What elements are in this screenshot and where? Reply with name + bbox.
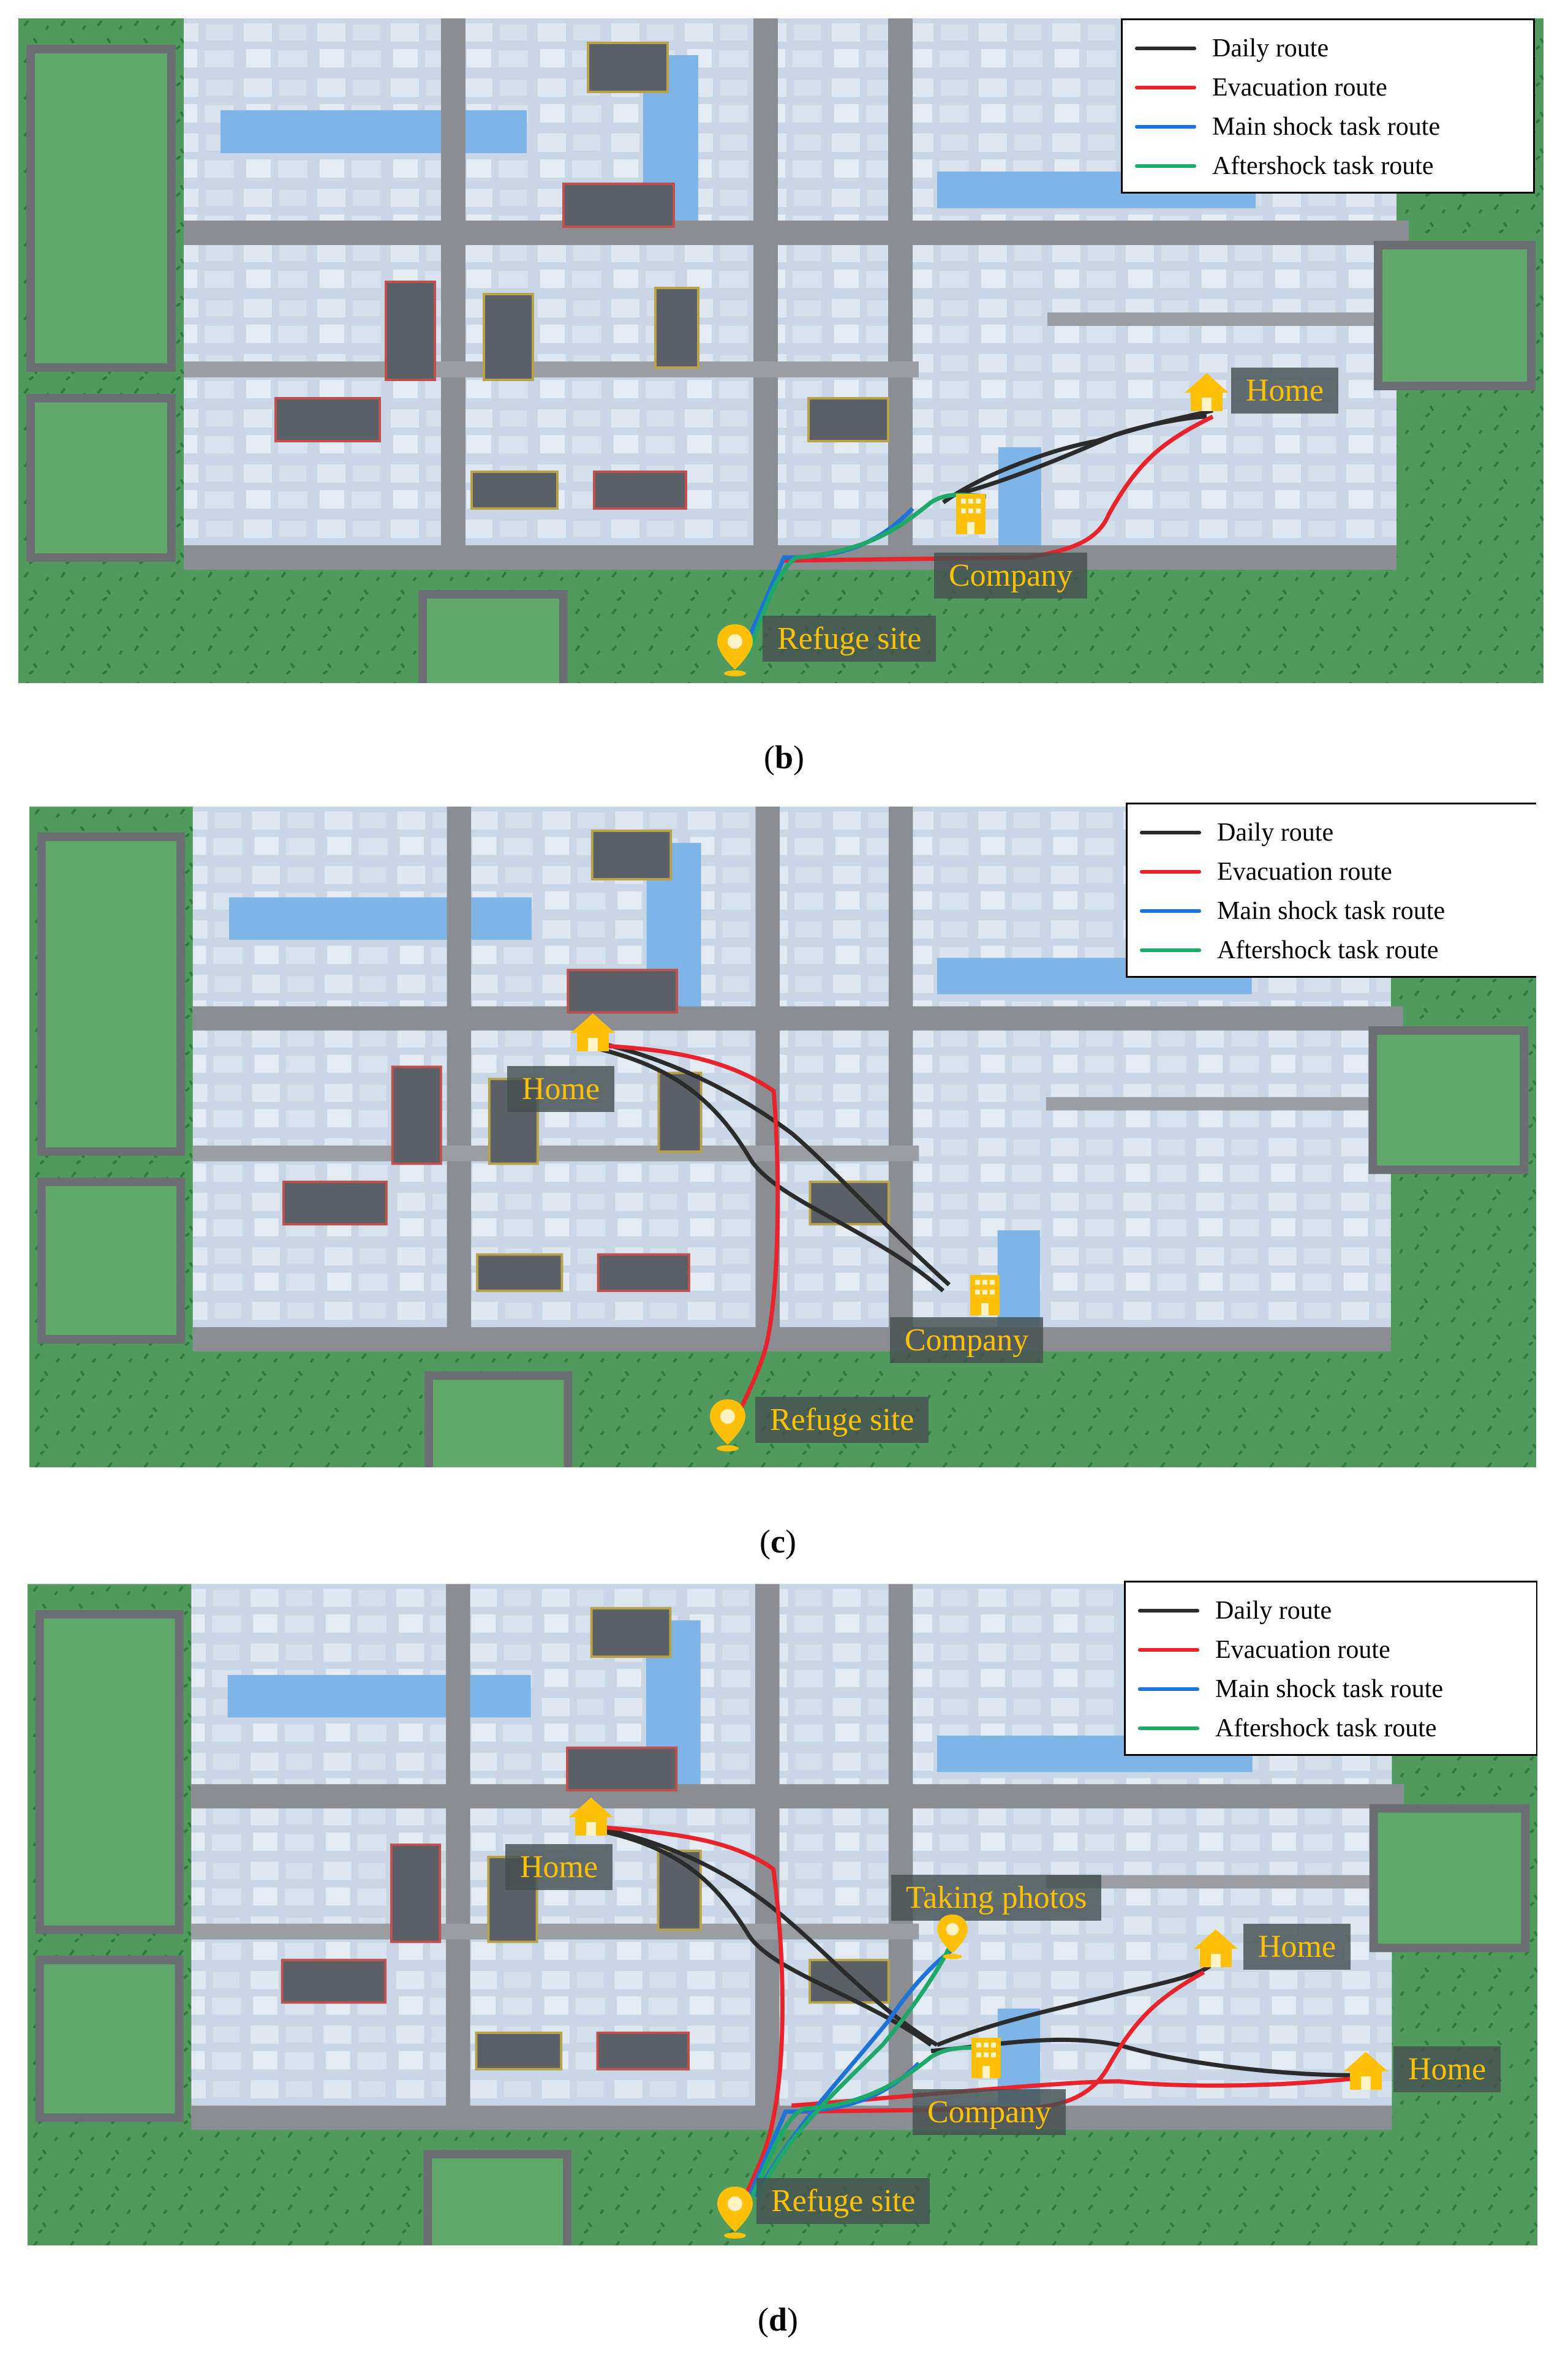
location-pin-icon: [717, 624, 753, 676]
map-panel-c: Daily route Evacuation route Main shock …: [29, 803, 1536, 1467]
company-icon: [970, 1275, 1000, 1315]
daily-route-d-3: [936, 1964, 1212, 2048]
legend-aftershock: Aftershock task route: [1140, 931, 1526, 970]
caption-b: (b): [763, 739, 804, 776]
legend-evacuation: Evacuation route: [1135, 68, 1521, 107]
company-icon: [971, 2038, 1001, 2078]
legend-daily: Daily route: [1138, 1591, 1524, 1630]
refuge-label-b: Refuge site: [763, 616, 937, 662]
route-legend-d: Daily route Evacuation route Main shock …: [1124, 1581, 1537, 1756]
home-icon: [571, 1013, 615, 1051]
home-icon: [1194, 1929, 1238, 1967]
legend-evacuation: Evacuation route: [1138, 1630, 1524, 1670]
daily-route-d-1: [594, 1825, 938, 2047]
caption-c: (c): [760, 1523, 796, 1560]
aftershock-route-d-2: [750, 2045, 986, 2198]
city-map-b: [18, 18, 1544, 683]
legend-main-shock: Main shock task route: [1140, 891, 1526, 931]
refuge-label-d: Refuge site: [756, 2178, 930, 2224]
legend-evacuation: Evacuation route: [1140, 852, 1526, 891]
location-pin-icon: [710, 1399, 745, 1451]
daily-route-b-2: [949, 414, 1207, 499]
refuge-label-c: Refuge site: [755, 1397, 929, 1443]
home-label-c: Home: [507, 1066, 615, 1112]
evacuation-route-d-3: [791, 2076, 1356, 2108]
legend-daily: Daily route: [1140, 813, 1526, 852]
location-pin-icon: [717, 2187, 753, 2239]
home-icon: [1344, 2052, 1388, 2090]
company-label-c: Company: [890, 1317, 1044, 1363]
legend-aftershock: Aftershock task route: [1138, 1709, 1524, 1748]
map-panel-b: Daily route Evacuation route Main shock …: [18, 18, 1544, 683]
map-panel-d: Daily route Evacuation route Main shock …: [28, 1581, 1537, 2245]
aftershock-route-b: [745, 493, 987, 657]
home-label-d-2: Home: [1243, 1924, 1351, 1970]
evacuation-route-c: [598, 1043, 780, 1419]
city-map-c: [29, 803, 1536, 1467]
home-icon: [569, 1798, 613, 1836]
city-map-d: [28, 1581, 1537, 2245]
legend-daily: Daily route: [1135, 29, 1521, 68]
aftershock-route-d: [756, 1946, 951, 2198]
route-legend-c: Daily route Evacuation route Main shock …: [1126, 803, 1536, 978]
home-label-d-3: Home: [1393, 2046, 1501, 2092]
legend-main-shock: Main shock task route: [1135, 107, 1521, 146]
company-label-d: Company: [913, 2089, 1066, 2135]
home-label-d-1: Home: [505, 1844, 613, 1890]
legend-aftershock: Aftershock task route: [1135, 146, 1521, 186]
photos-label-d: Taking photos: [891, 1875, 1102, 1921]
evacuation-route-d-1: [594, 1824, 785, 2204]
home-label-b: Home: [1231, 368, 1339, 414]
location-pin-icon: [937, 1914, 968, 1959]
company-icon: [956, 494, 986, 534]
daily-route-c-2: [597, 1046, 945, 1293]
daily-route-c: [597, 1040, 951, 1287]
route-legend-b: Daily route Evacuation route Main shock …: [1121, 18, 1535, 194]
home-icon: [1185, 373, 1229, 411]
legend-main-shock: Main shock task route: [1138, 1670, 1524, 1709]
daily-route-d-2: [594, 1827, 933, 2047]
caption-d: (d): [757, 2301, 798, 2338]
evacuation-route-b: [783, 414, 1214, 563]
company-label-b: Company: [934, 553, 1088, 599]
